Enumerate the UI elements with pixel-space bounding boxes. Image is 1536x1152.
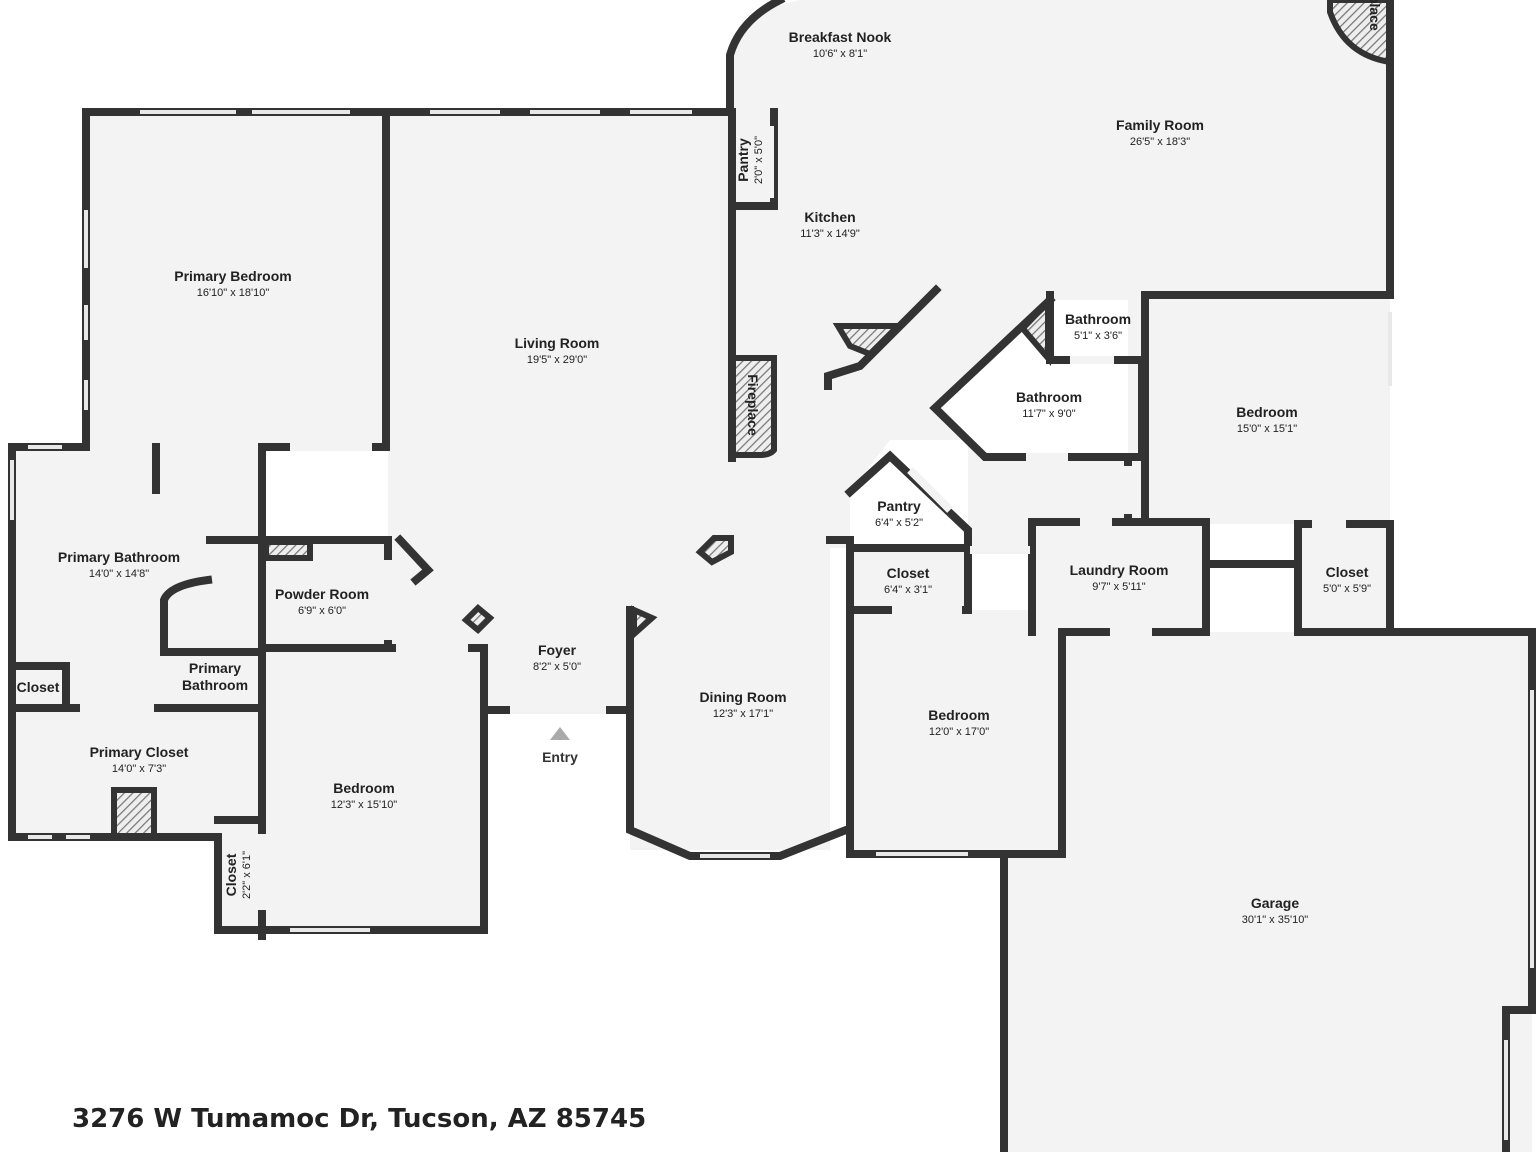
room-name: Kitchen bbox=[804, 209, 855, 225]
room-dims: 16'10" x 18'10" bbox=[197, 287, 270, 299]
room-dims: 12'0" x 17'0" bbox=[929, 726, 989, 738]
room-name: Bedroom bbox=[1236, 404, 1297, 420]
room-dims: 6'4" x 5'2" bbox=[875, 517, 923, 529]
floor-areas bbox=[12, 0, 1532, 1152]
room-name: Closet bbox=[223, 853, 239, 896]
room-dims: 5'0" x 5'9" bbox=[1323, 583, 1371, 595]
room-dims: 30'1" x 35'10" bbox=[1242, 914, 1309, 926]
room-dims: 5'1" x 3'6" bbox=[1074, 330, 1122, 342]
room-dims: 15'0" x 15'1" bbox=[1237, 423, 1297, 435]
room-dims: 12'3" x 17'1" bbox=[713, 708, 773, 720]
entry-label: Entry bbox=[542, 749, 578, 765]
room-dims: 10'6" x 8'1" bbox=[813, 48, 867, 60]
room-dims: 8'2" x 5'0" bbox=[533, 661, 581, 673]
room-dims: 2'0" x 5'0" bbox=[753, 136, 765, 184]
room-labels: Breakfast Nook 10'6" x 8'1" Family Room … bbox=[17, 0, 1383, 926]
room-dims: 14'0" x 7'3" bbox=[112, 763, 166, 775]
room-name: Pantry bbox=[877, 498, 921, 514]
room-name: Closet bbox=[887, 565, 930, 581]
room-name: Bathroom bbox=[1065, 311, 1131, 327]
room-name: Bathroom bbox=[182, 677, 248, 693]
room-name: Fireplace bbox=[1367, 0, 1383, 31]
room-name: Family Room bbox=[1116, 117, 1204, 133]
door-openings bbox=[80, 126, 1346, 910]
room-name: Dining Room bbox=[699, 689, 786, 705]
room-name: Bedroom bbox=[928, 707, 989, 723]
room-name: Bedroom bbox=[333, 780, 394, 796]
room-dims: 2'2" x 6'1" bbox=[241, 851, 253, 899]
room-name: Primary bbox=[189, 660, 241, 676]
entry-arrow-icon bbox=[550, 727, 570, 740]
room-name: Primary Closet bbox=[90, 744, 189, 760]
room-name: Garage bbox=[1251, 895, 1299, 911]
room-name: Pantry bbox=[735, 138, 751, 182]
room-name: Breakfast Nook bbox=[789, 29, 892, 45]
room-name: Closet bbox=[1326, 564, 1369, 580]
room-name: Primary Bathroom bbox=[58, 549, 180, 565]
room-dims: 19'5" x 29'0" bbox=[527, 354, 587, 366]
room-name: Primary Bedroom bbox=[174, 268, 291, 284]
room-dims: 12'3" x 15'10" bbox=[331, 799, 398, 811]
room-name: Living Room bbox=[515, 335, 600, 351]
room-dims: 6'4" x 3'1" bbox=[884, 584, 932, 596]
room-name: Closet bbox=[17, 679, 60, 695]
room-name: Powder Room bbox=[275, 586, 369, 602]
room-dims: 6'9" x 6'0" bbox=[298, 605, 346, 617]
room-name: Foyer bbox=[538, 642, 577, 658]
windows bbox=[10, 110, 1534, 1140]
room-dims: 11'3" x 14'9" bbox=[800, 228, 860, 240]
property-address: 3276 W Tumamoc Dr, Tucson, AZ 85745 bbox=[72, 1104, 647, 1134]
room-dims: 26'5" x 18'3" bbox=[1130, 136, 1190, 148]
room-dims: 9'7" x 5'11" bbox=[1092, 581, 1145, 593]
room-dims: 11'7" x 9'0" bbox=[1022, 408, 1075, 420]
room-dims: 14'0" x 14'8" bbox=[89, 568, 149, 580]
room-name: Fireplace bbox=[745, 374, 761, 436]
room-name: Laundry Room bbox=[1070, 562, 1169, 578]
room-name: Bathroom bbox=[1016, 389, 1082, 405]
